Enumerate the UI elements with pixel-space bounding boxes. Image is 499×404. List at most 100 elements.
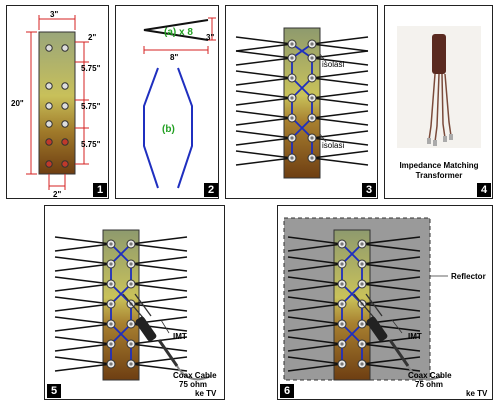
- dipole-element: [287, 316, 343, 325]
- mounting-hole: [45, 138, 53, 146]
- label-imt: IMT: [408, 332, 422, 341]
- terminal-bolt-center: [310, 56, 314, 60]
- phasing-wire: [110, 283, 132, 305]
- label-coax-line2: 75 ohm: [179, 380, 207, 389]
- dipole-element: [361, 343, 421, 352]
- terminal-bolt-center: [109, 342, 113, 346]
- dim-right-gap: 2": [88, 33, 96, 42]
- dipole-element: [311, 137, 369, 146]
- panel-number: 3: [362, 183, 376, 197]
- dim-spacing-1: 5.75": [81, 64, 101, 73]
- terminal-bolt-center: [310, 156, 314, 160]
- dipole-element: [130, 296, 188, 305]
- terminal-bolt-center: [310, 116, 314, 120]
- phasing-wire: [291, 77, 313, 99]
- mounting-hole: [61, 120, 69, 128]
- imt-body: [366, 316, 388, 342]
- dipole-element: [54, 296, 112, 305]
- dipole-element: [130, 256, 188, 265]
- dipole-element: [235, 150, 293, 159]
- dipole-element: [130, 283, 188, 292]
- panel-number: 4: [477, 183, 491, 197]
- dipole-element: [235, 110, 293, 119]
- dipole-element: [54, 256, 112, 265]
- coax-cable: [407, 365, 443, 381]
- terminal-bolt-center: [290, 42, 294, 46]
- transformer-body: [432, 34, 446, 74]
- terminal-bolt-center: [360, 322, 364, 326]
- dipole-element: [287, 296, 343, 305]
- terminal-bolt-center: [360, 362, 364, 366]
- imt-photo: Impedance Matching Transformer: [397, 26, 481, 180]
- dipole-element: [361, 243, 421, 252]
- phasing-wire: [341, 243, 363, 265]
- dipole-element: [287, 363, 343, 372]
- terminal-bolt-center: [109, 302, 113, 306]
- antenna-with-reflector-diagram: Reflector IMT Coax Cable 75 ohm ke TV: [283, 217, 488, 398]
- dipole-element: [287, 243, 343, 252]
- element-a-dimensions: [143, 17, 216, 54]
- dipole-element: [235, 97, 293, 106]
- board-dimension-diagram: 3" 2" 5.75" 5.75" 5.75" 20" 2": [11, 10, 101, 199]
- panel-number: 1: [93, 183, 107, 197]
- panel-number: 6: [280, 384, 294, 398]
- dim-bottom-width: 2": [53, 190, 61, 199]
- terminal-bolt-center: [129, 282, 133, 286]
- terminal-bolt-center: [360, 242, 364, 246]
- label-isolasi-top: isolasi: [322, 60, 344, 69]
- terminal-bolt-center: [129, 262, 133, 266]
- imt-lead: [365, 293, 383, 317]
- terminal-bolt-center: [340, 342, 344, 346]
- label-coax-line1: Coax Cable: [408, 371, 452, 380]
- mounting-hole: [45, 160, 53, 168]
- dipole-element: [54, 343, 112, 352]
- dipole-element: [311, 43, 369, 52]
- dipole-element: [361, 263, 421, 272]
- dipole-element: [287, 283, 343, 292]
- dipole-element: [361, 236, 421, 245]
- terminal-bolt-center: [310, 96, 314, 100]
- dipole-element: [235, 157, 293, 166]
- terminal-bolt-center: [360, 262, 364, 266]
- label-to-tv: ke TV: [195, 389, 217, 398]
- panel-board-dimensions: 3" 2" 5.75" 5.75" 5.75" 20" 2" 1: [6, 5, 109, 199]
- dipole-element: [235, 137, 293, 146]
- antenna-with-imt-diagram: IMT Coax Cable 75 ohm ke TV: [54, 229, 217, 398]
- imt-body: [135, 316, 157, 342]
- mounting-hole: [45, 120, 53, 128]
- dipole-element: [235, 90, 293, 99]
- dipole-element: [287, 276, 343, 285]
- dipole-element: [361, 303, 421, 312]
- dipole-element: [287, 263, 343, 272]
- dipole-element: [54, 323, 112, 332]
- panel-imt-photo: Impedance Matching Transformer 4: [384, 5, 493, 199]
- terminal-bolt-center: [129, 342, 133, 346]
- panel-with-imt: IMT Coax Cable 75 ohm ke TV 5: [44, 205, 225, 400]
- mounting-hole: [61, 82, 69, 90]
- dipole-element: [311, 110, 369, 119]
- mounting-hole: [61, 102, 69, 110]
- label-reflector: Reflector: [451, 272, 486, 281]
- terminal-bolt-center: [290, 76, 294, 80]
- dipole-element: [130, 276, 188, 285]
- dipole-element: [54, 356, 112, 365]
- panel-assembly: isolasi isolasi 3: [225, 5, 378, 199]
- dimension-lines: [26, 15, 89, 190]
- dipole-element: [287, 336, 343, 345]
- dim-height: 20": [11, 99, 24, 108]
- dipole-element: [54, 236, 112, 245]
- dipole-element: [235, 77, 293, 86]
- dipole-element: [361, 356, 421, 365]
- element-b-left: [143, 67, 159, 189]
- terminal-bolt-center: [109, 362, 113, 366]
- phasing-wire: [291, 117, 313, 139]
- element-b-right: [177, 67, 193, 189]
- dipole-element: [361, 283, 421, 292]
- label-imt: IMT: [173, 332, 187, 341]
- imt-lead: [353, 293, 377, 321]
- dipole-element: [235, 36, 293, 45]
- terminal-bolt-center: [340, 242, 344, 246]
- dipole-element: [235, 50, 293, 59]
- imt-lead: [134, 293, 152, 317]
- dipole-element: [235, 70, 293, 79]
